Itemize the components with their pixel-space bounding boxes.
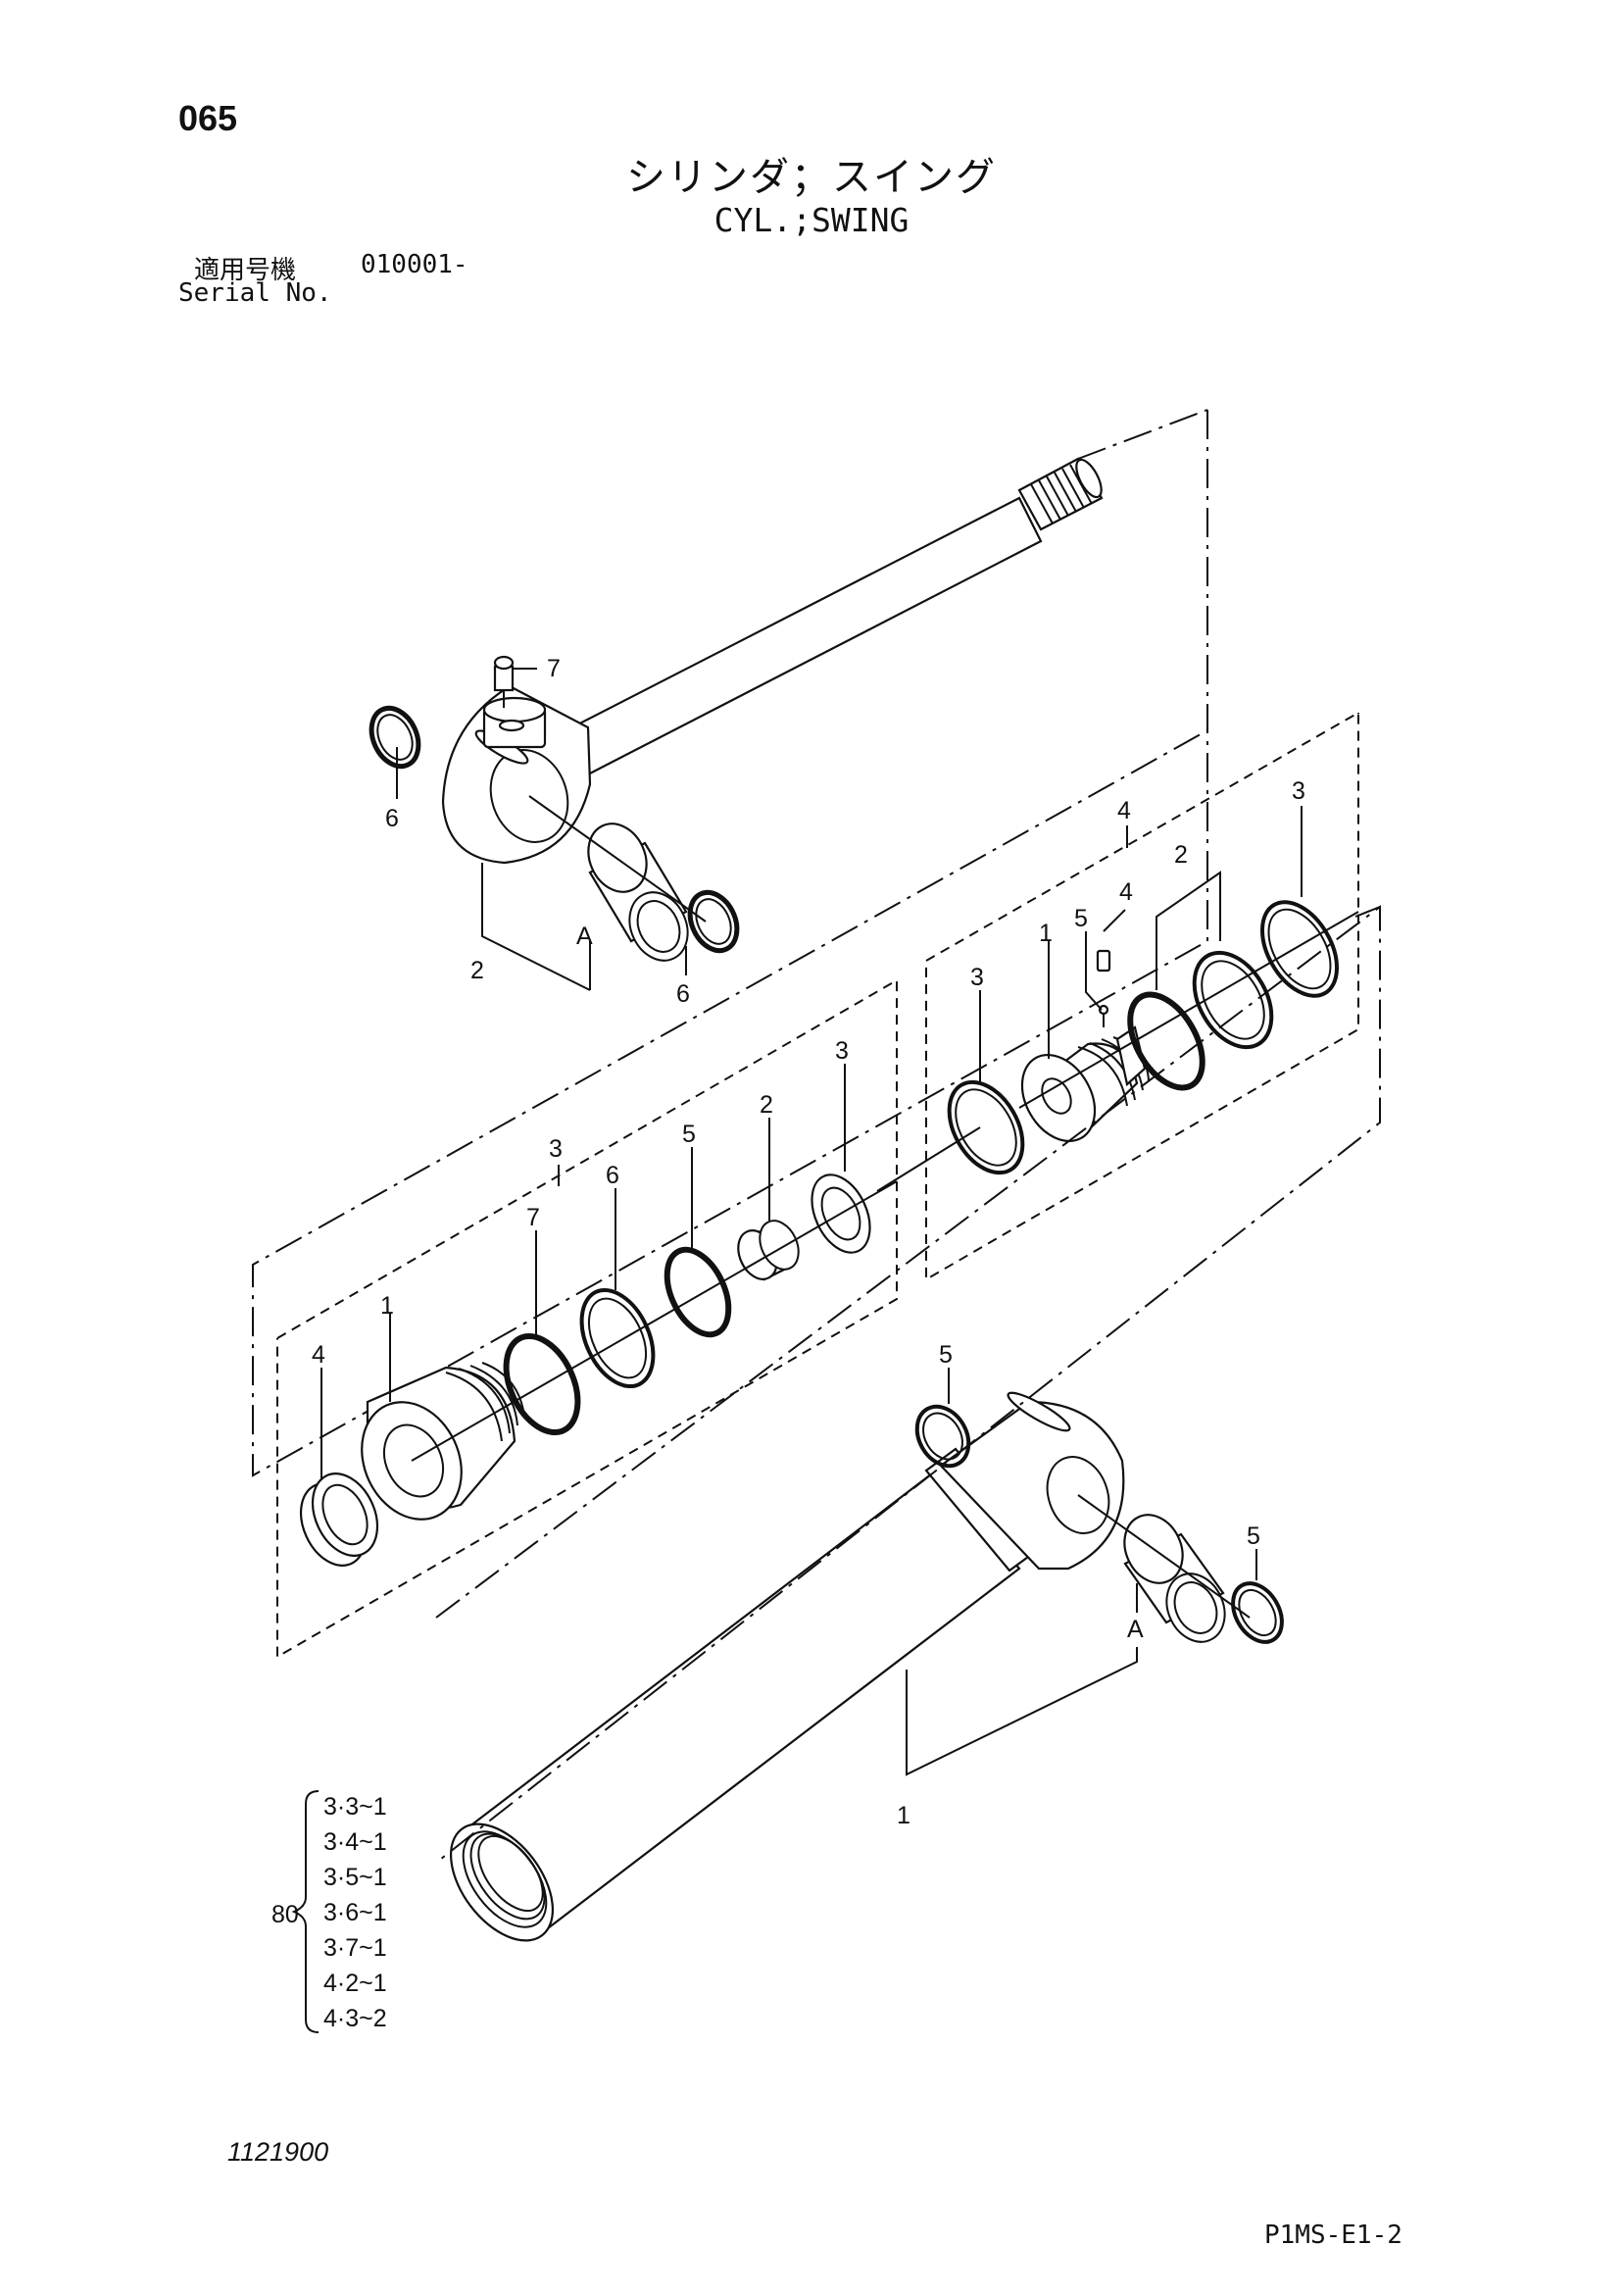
kit-ref-item: 3·7~1 (323, 1934, 387, 1962)
piston-ring-right-icon (1260, 900, 1339, 998)
drawing-number: 1121900 (227, 2137, 329, 2167)
callout-ball: 5 (1074, 905, 1088, 932)
kit-reference-brace: 80 3·3~1 3·4~1 3·5~1 3·6~1 3·7~1 4·2~1 4… (271, 1790, 387, 2033)
kit-ref-item: 4·3~2 (323, 2005, 387, 2032)
tube-group-outline (435, 904, 1381, 1864)
head-seal-kit: 3 4 1 7 6 5 (276, 978, 981, 1659)
callout-dust-seal-right: 6 (676, 980, 690, 1008)
grease-fitting-icon (493, 665, 515, 692)
sheet-id: P1MS-E1-2 (1264, 2221, 1402, 2250)
callout-head: 1 (380, 1292, 394, 1320)
kit-ref-qty: 80 (271, 1901, 299, 1928)
wear-ring-icon (1192, 950, 1274, 1050)
piston-seal-kit: 4 3 1 4 5 2 (925, 711, 1359, 1281)
grease-boss (482, 696, 547, 724)
backup-ring-icon (503, 1332, 581, 1436)
callout-tube-seal-right: 5 (1247, 1522, 1260, 1550)
callout-rod-bushing-a: A (576, 923, 593, 950)
kit-ref-item: 3·6~1 (323, 1899, 387, 1926)
page-number: 065 (178, 98, 238, 138)
callout-head-bushing: 2 (760, 1091, 773, 1119)
callout-piston-kit: 4 (1117, 797, 1131, 824)
serial-value: 010001- (361, 250, 468, 279)
page-title-jp: シリンダ；スイング (626, 155, 997, 200)
rod-group-outline (252, 410, 1208, 1477)
callout-grease-fitting: 7 (547, 655, 561, 682)
kit-ref-item: 4·2~1 (323, 1970, 387, 1997)
callout-set-screw: 4 (1119, 878, 1133, 906)
callout-dust-seal-left: 6 (385, 805, 399, 832)
cylinder-tube (459, 1469, 1021, 1933)
callout-wiper-ring: 3 (835, 1037, 849, 1065)
callout-rod-seal: 6 (606, 1162, 619, 1189)
callout-tube-seal-top: 5 (939, 1341, 953, 1369)
tube-seal-top-icon (914, 1404, 971, 1469)
dust-seal-right-icon (687, 889, 740, 954)
callout-piston-ring-left: 3 (970, 964, 984, 991)
serial-label-en: Serial No. (178, 278, 332, 308)
kit-ref-item: 3·3~1 (323, 1793, 387, 1821)
callout-piston: 1 (1039, 920, 1053, 947)
piston-rod (559, 496, 1043, 778)
rod-end-face (1075, 458, 1103, 499)
cylinder-tube-assembly: 5 A 5 1 (449, 1341, 1284, 1942)
callout-backup-ring: 7 (526, 1204, 540, 1231)
serial-label-jp: 適用号機 (194, 256, 297, 285)
tube-seal-right-icon (1231, 1581, 1284, 1644)
head-oring-icon (664, 1246, 732, 1338)
piston-kit-box (925, 711, 1359, 1281)
callout-head-seal: 4 (312, 1341, 325, 1369)
piston-oring-icon (1127, 991, 1205, 1091)
callout-piston-ring-right: 3 (1292, 777, 1305, 805)
head-kit-box (276, 978, 898, 1659)
callout-rod-group: 2 (470, 957, 484, 984)
set-screw-icon (1096, 949, 1111, 973)
callout-tube: 1 (897, 1802, 910, 1829)
callout-head-oring: 5 (682, 1121, 696, 1148)
piston-ring-left-icon (947, 1079, 1025, 1175)
callout-wear-ring-group: 2 (1174, 841, 1188, 869)
rod-seal-icon (579, 1287, 656, 1389)
piston-rod-assembly: 7 6 6 A 2 (369, 457, 1104, 1008)
callout-tube-bushing-a: A (1127, 1616, 1144, 1643)
page-title-en: CYL.;SWING (713, 201, 910, 239)
kit-ref-item: 3·4~1 (323, 1828, 387, 1856)
kit-ref-item: 3·5~1 (323, 1864, 387, 1891)
dust-seal-left-icon (369, 705, 421, 770)
callout-head-kit: 3 (549, 1135, 563, 1163)
